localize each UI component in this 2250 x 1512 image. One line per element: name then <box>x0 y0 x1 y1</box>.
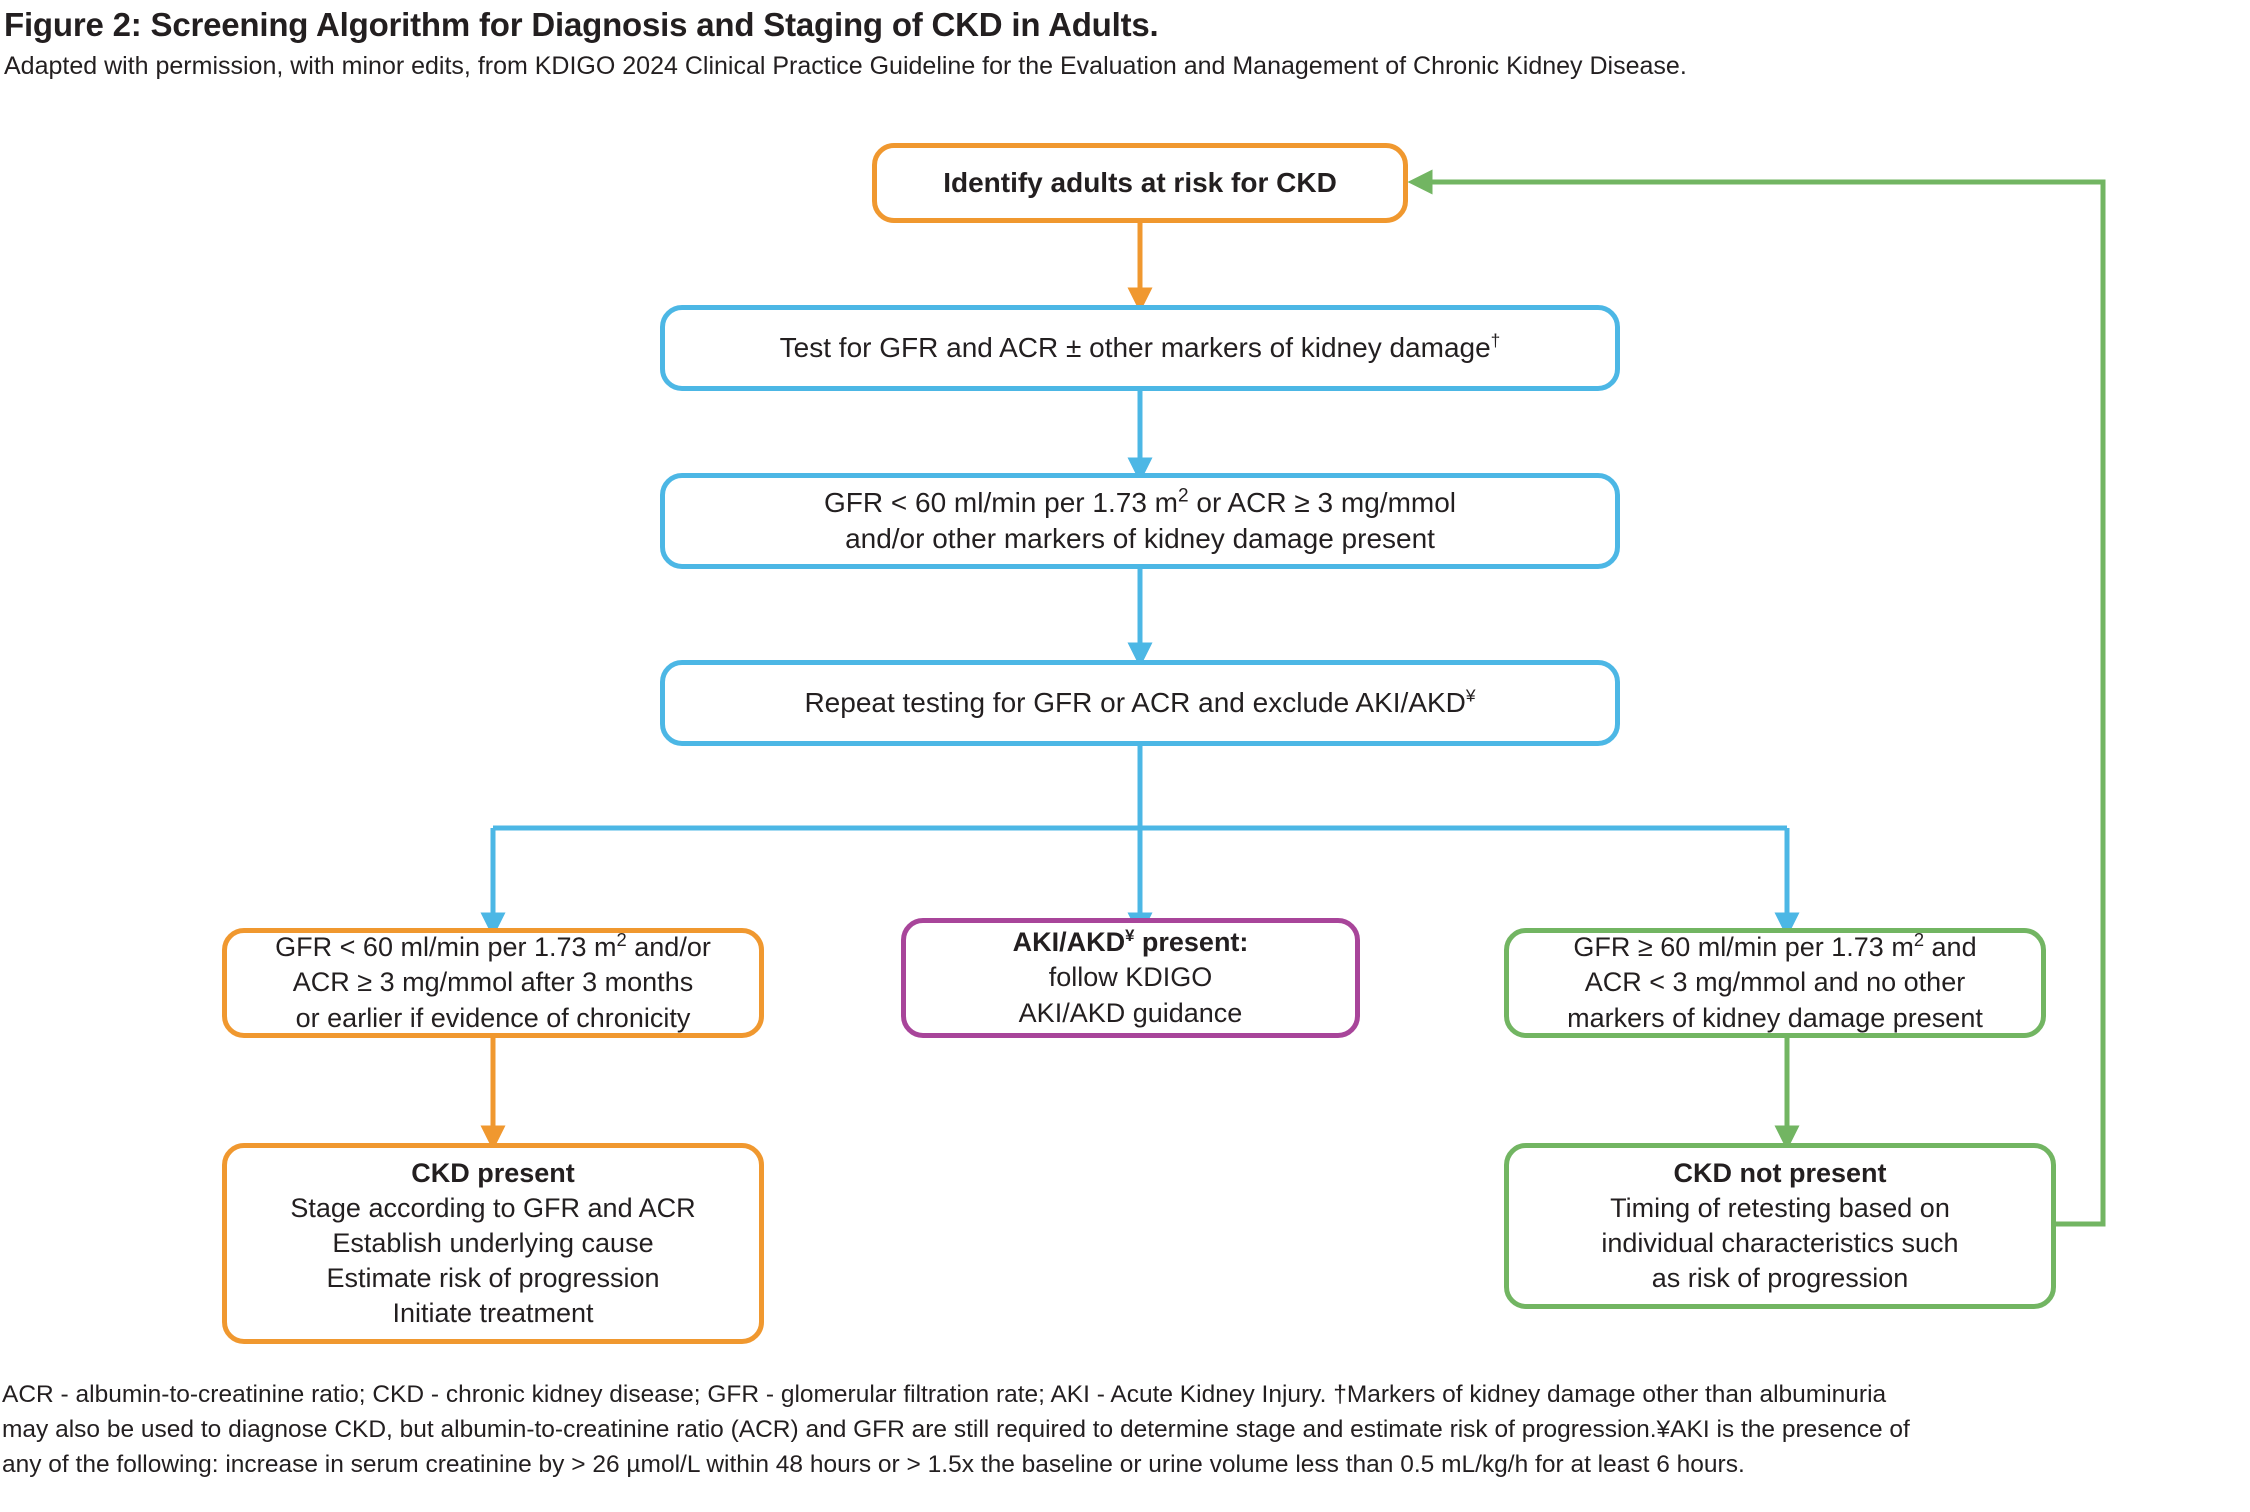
node-line: Initiate treatment <box>392 1298 594 1329</box>
footnote-marker-yen: ¥ <box>1465 685 1476 706</box>
node-line: CKD present <box>411 1157 575 1188</box>
node-ckd-criteria-met[interactable]: GFR < 60 ml/min per 1.73 m2 and/or ACR ≥… <box>222 928 764 1038</box>
node-line: Establish underlying cause <box>332 1227 654 1258</box>
figure-footnote: ACR - albumin-to-creatinine ratio; CKD -… <box>2 1378 2248 1482</box>
footnote-marker-dagger: † <box>1490 330 1501 351</box>
node-line: follow KDIGO <box>1048 962 1213 993</box>
node-ckd-not-present[interactable]: CKD not present Timing of retesting base… <box>1504 1143 2056 1309</box>
node-line: CKD not present <box>1673 1157 1887 1188</box>
node-ckd-criteria-not-met[interactable]: GFR ≥ 60 ml/min per 1.73 m2 and ACR < 3 … <box>1504 928 2046 1038</box>
footnote-line-1: ACR - albumin-to-creatinine ratio; CKD -… <box>2 1381 1887 1408</box>
node-line: Identify adults at risk for CKD <box>943 166 1337 198</box>
node-line: individual characteristics such <box>1601 1228 1959 1258</box>
node-line: Estimate risk of progression <box>326 1263 660 1294</box>
node-line: and/or other markers of kidney damage pr… <box>845 523 1435 554</box>
node-line: as risk of progression <box>1651 1263 1909 1294</box>
node-repeat-testing[interactable]: Repeat testing for GFR or ACR and exclud… <box>660 660 1620 746</box>
node-line: Timing of retesting based on <box>1610 1192 1950 1223</box>
figure-subtitle: Adapted with permission, with minor edit… <box>4 52 1687 80</box>
node-line: ACR ≥ 3 mg/mmol after 3 months <box>292 967 694 998</box>
node-test-for-gfr-and-acr[interactable]: Test for GFR and ACR ± other markers of … <box>660 305 1620 391</box>
figure-title: Figure 2: Screening Algorithm for Diagno… <box>4 6 1159 43</box>
node-line: Stage according to GFR and ACR <box>290 1192 696 1223</box>
node-line: AKI/AKD guidance <box>1018 997 1243 1028</box>
node-gfr-acr-criteria[interactable]: GFR < 60 ml/min per 1.73 m2 or ACR ≥ 3 m… <box>660 473 1620 569</box>
node-identify-adults-at-risk[interactable]: Identify adults at risk for CKD <box>872 143 1408 223</box>
footnote-line-3: any of the following: increase in serum … <box>2 1450 1745 1478</box>
node-line: markers of kidney damage present <box>1567 1002 1983 1033</box>
node-line: GFR < 60 ml/min per 1.73 m2 or ACR ≥ 3 m… <box>823 485 1457 518</box>
node-line: GFR ≥ 60 ml/min per 1.73 m2 and <box>1573 929 1977 963</box>
node-line: GFR < 60 ml/min per 1.73 m2 and/or <box>275 929 711 963</box>
node-ckd-present[interactable]: CKD present Stage according to GFR and A… <box>222 1143 764 1344</box>
node-line: Repeat testing for GFR or ACR and exclud… <box>804 685 1476 718</box>
node-line: Test for GFR and ACR ± other markers of … <box>779 330 1501 363</box>
node-line: or earlier if evidence of chronicity <box>295 1002 691 1033</box>
footnote-marker-yen: ¥ <box>1125 926 1135 946</box>
node-line: AKI/AKD¥ present: <box>1012 926 1249 958</box>
footnote-line-2: may also be used to diagnose CKD, but al… <box>2 1415 1910 1443</box>
node-aki-akd-present[interactable]: AKI/AKD¥ present: follow KDIGO AKI/AKD g… <box>901 918 1360 1038</box>
node-line: ACR < 3 mg/mmol and no other <box>1584 967 1966 998</box>
